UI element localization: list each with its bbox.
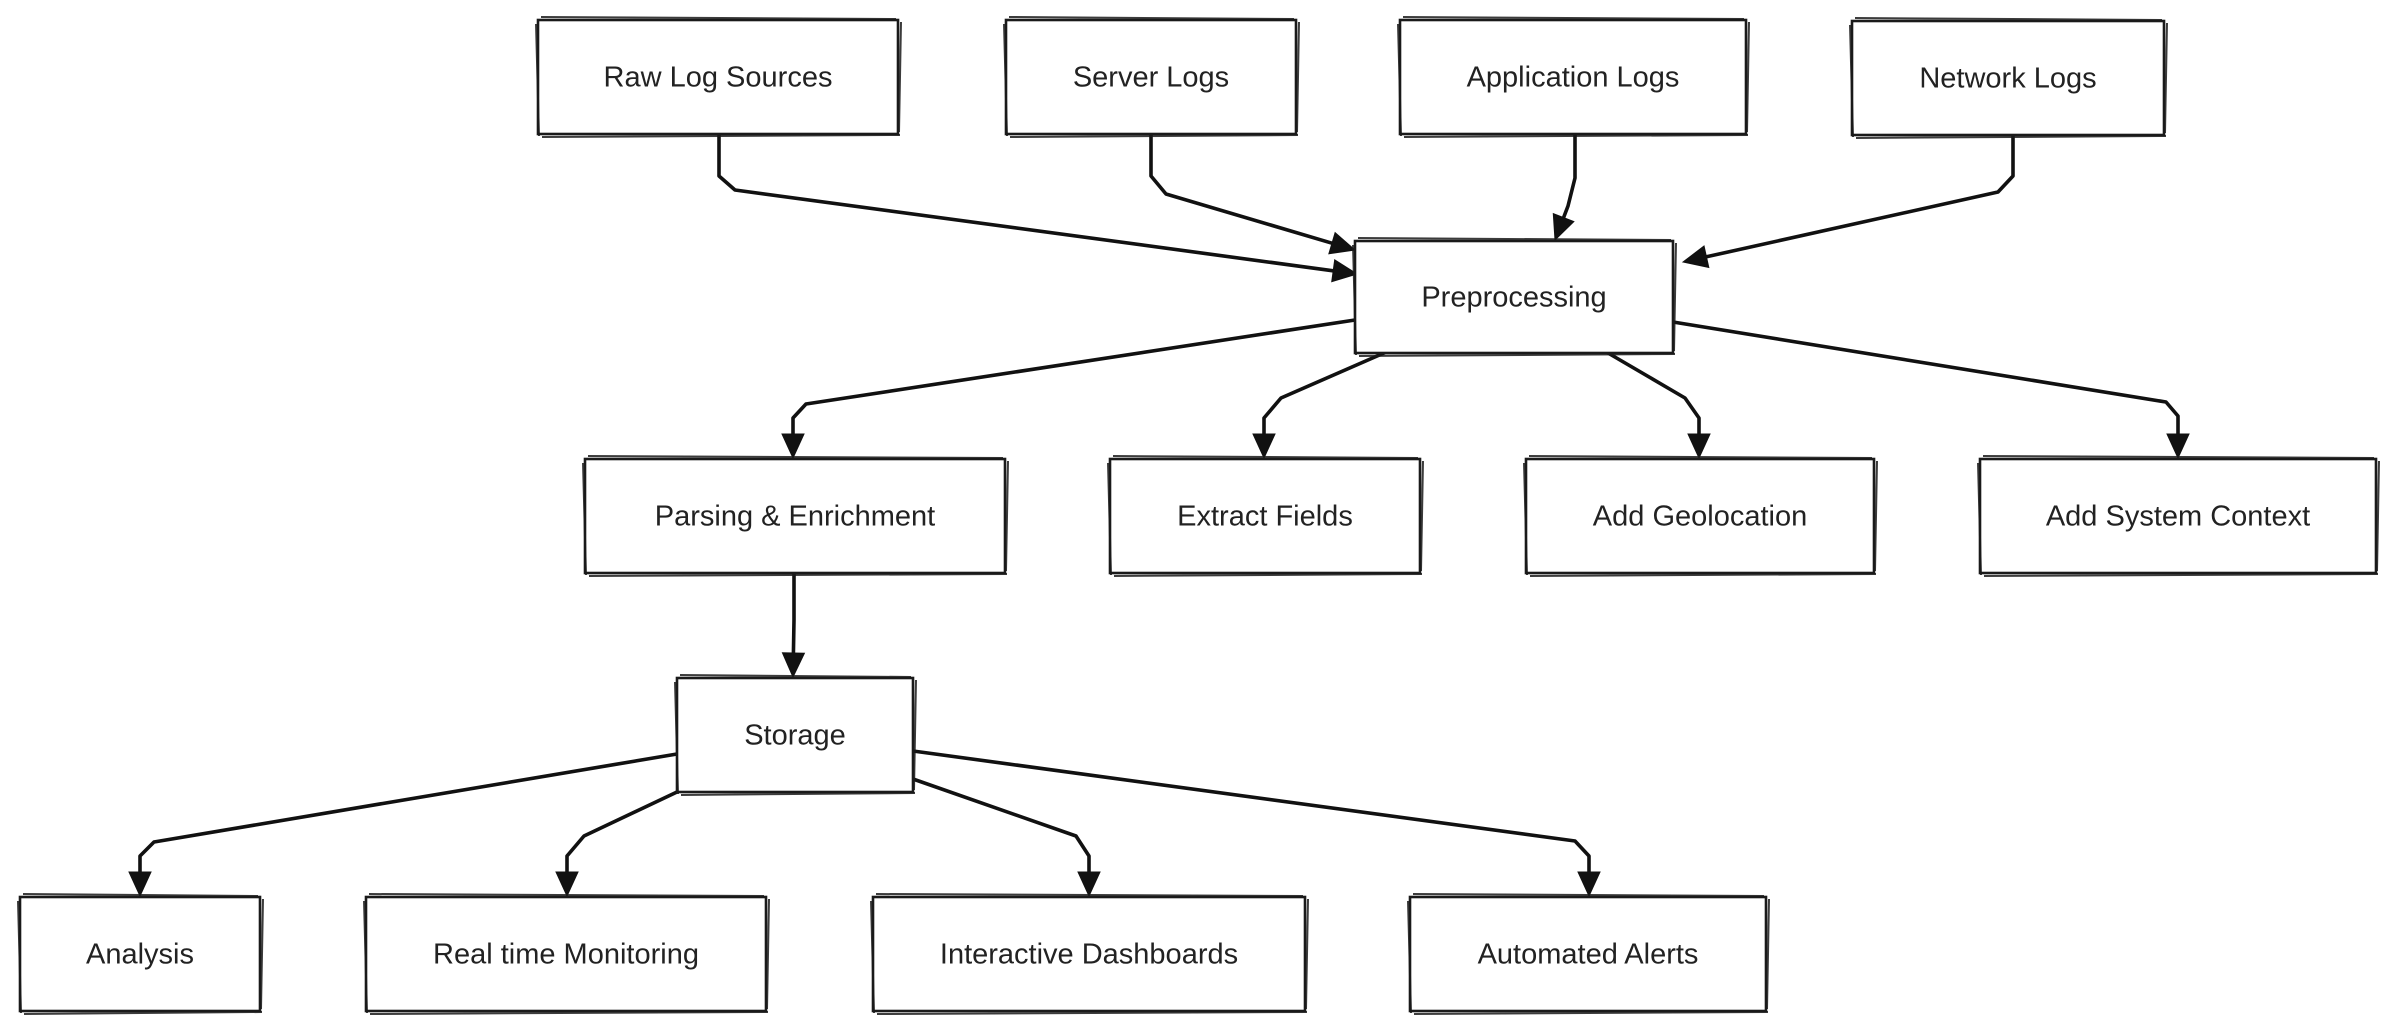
node-parsing-enrichment: Parsing & Enrichment <box>582 455 1009 577</box>
edge-storage-to-interactive-dashboards <box>911 777 1101 898</box>
edge-line <box>1561 132 1577 220</box>
node-label: Raw Log Sources <box>604 62 833 94</box>
node-label: Automated Alerts <box>1478 939 1699 971</box>
node-box <box>18 895 262 1013</box>
edge-line <box>791 571 796 655</box>
edge-line <box>1704 132 2015 259</box>
node-box <box>1108 457 1422 575</box>
node-box <box>1004 18 1298 136</box>
nodes-layer: Raw Log Sources Server Logs Application Lo… <box>17 16 2380 1015</box>
node-network-logs: Network Logs <box>1849 17 2168 139</box>
node-sketch-stroke <box>870 893 1309 1015</box>
edge-line <box>1671 320 2180 436</box>
edge-line <box>911 749 1591 874</box>
node-label: Network Logs <box>1919 63 2096 95</box>
arrowhead <box>781 433 805 460</box>
node-label: Extract Fields <box>1177 501 1353 533</box>
arrowhead <box>1252 433 1276 460</box>
node-extract-fields: Extract Fields <box>1107 455 1424 577</box>
edge-parsing-enrichment-to-storage <box>781 571 806 679</box>
node-label: Interactive Dashboards <box>940 939 1238 971</box>
arrowhead <box>2166 433 2190 460</box>
node-label: Analysis <box>86 939 194 971</box>
node-sketch-stroke <box>363 893 770 1015</box>
node-add-geolocation: Add Geolocation <box>1523 455 1878 577</box>
node-box <box>675 676 915 794</box>
node-sketch-stroke <box>1523 455 1878 577</box>
node-label: Server Logs <box>1073 62 1229 94</box>
edge-preprocessing-to-extract-fields <box>1252 351 1386 460</box>
node-sketch-stroke <box>674 674 917 796</box>
edge-raw-log-sources-to-preprocessing <box>717 132 1359 283</box>
node-automated-alerts: Automated Alerts <box>1407 893 1770 1015</box>
node-raw-log-sources: Raw Log Sources <box>535 16 902 138</box>
edge-preprocessing-to-parsing-enrichment <box>781 318 1357 460</box>
arrowhead <box>1077 871 1101 898</box>
edge-line <box>565 790 679 874</box>
arrowhead <box>1328 231 1357 255</box>
node-sketch-stroke <box>1352 237 1677 357</box>
edge-line <box>911 777 1091 874</box>
arrowhead <box>781 652 806 679</box>
edge-preprocessing-to-add-system-context <box>1671 320 2190 460</box>
edge-line <box>1149 132 1334 245</box>
node-box <box>1524 457 1876 575</box>
node-box <box>536 18 900 136</box>
edge-line <box>1262 351 1386 436</box>
node-sketch-stroke <box>1107 455 1424 577</box>
node-preprocessing: Preprocessing <box>1352 237 1677 357</box>
node-box <box>364 895 768 1013</box>
edge-server-logs-to-preprocessing <box>1149 132 1357 255</box>
edge-line <box>1606 351 1701 436</box>
edge-storage-to-analysis <box>128 752 679 898</box>
edge-application-logs-to-preprocessing <box>1552 132 1577 242</box>
node-box <box>1978 457 2378 575</box>
node-label: Add Geolocation <box>1593 501 1807 533</box>
node-sketch-stroke <box>1977 455 2380 577</box>
edge-storage-to-real-time-monitoring <box>555 790 679 898</box>
node-label: Add System Context <box>2046 501 2310 533</box>
node-sketch-stroke <box>17 893 264 1015</box>
edge-line <box>717 132 1336 273</box>
arrowhead <box>128 871 152 898</box>
edge-network-logs-to-preprocessing <box>1681 132 2015 269</box>
arrowhead <box>1681 245 1710 269</box>
edge-storage-to-automated-alerts <box>911 749 1601 898</box>
node-real-time-monitoring: Real time Monitoring <box>363 893 770 1015</box>
node-label: Application Logs <box>1467 62 1680 94</box>
node-sketch-stroke <box>1003 16 1300 138</box>
node-box <box>1353 239 1675 355</box>
edge-line <box>138 752 679 874</box>
node-sketch-stroke <box>1849 17 2168 139</box>
node-box <box>1408 895 1768 1013</box>
node-sketch-stroke <box>535 16 902 138</box>
node-interactive-dashboards: Interactive Dashboards <box>870 893 1309 1015</box>
edge-line <box>791 318 1357 436</box>
node-label: Preprocessing <box>1421 282 1606 314</box>
node-server-logs: Server Logs <box>1003 16 1300 138</box>
node-application-logs: Application Logs <box>1397 16 1750 138</box>
node-label: Real time Monitoring <box>433 939 699 971</box>
node-add-system-context: Add System Context <box>1977 455 2380 577</box>
arrowhead <box>1331 259 1359 283</box>
arrowhead <box>555 871 579 898</box>
node-storage: Storage <box>674 674 917 796</box>
node-label: Parsing & Enrichment <box>655 501 935 533</box>
node-box <box>1398 18 1748 136</box>
arrowhead <box>1687 433 1711 460</box>
node-sketch-stroke <box>1407 893 1770 1015</box>
node-box <box>583 457 1007 575</box>
node-label: Storage <box>744 720 846 752</box>
node-sketch-stroke <box>1397 16 1750 138</box>
node-sketch-stroke <box>582 455 1009 577</box>
edge-preprocessing-to-add-geolocation <box>1606 351 1711 460</box>
arrowhead <box>1552 212 1575 242</box>
arrowhead <box>1577 871 1601 898</box>
node-box <box>871 895 1307 1013</box>
node-analysis: Analysis <box>17 893 264 1015</box>
edges-layer <box>128 132 2190 898</box>
